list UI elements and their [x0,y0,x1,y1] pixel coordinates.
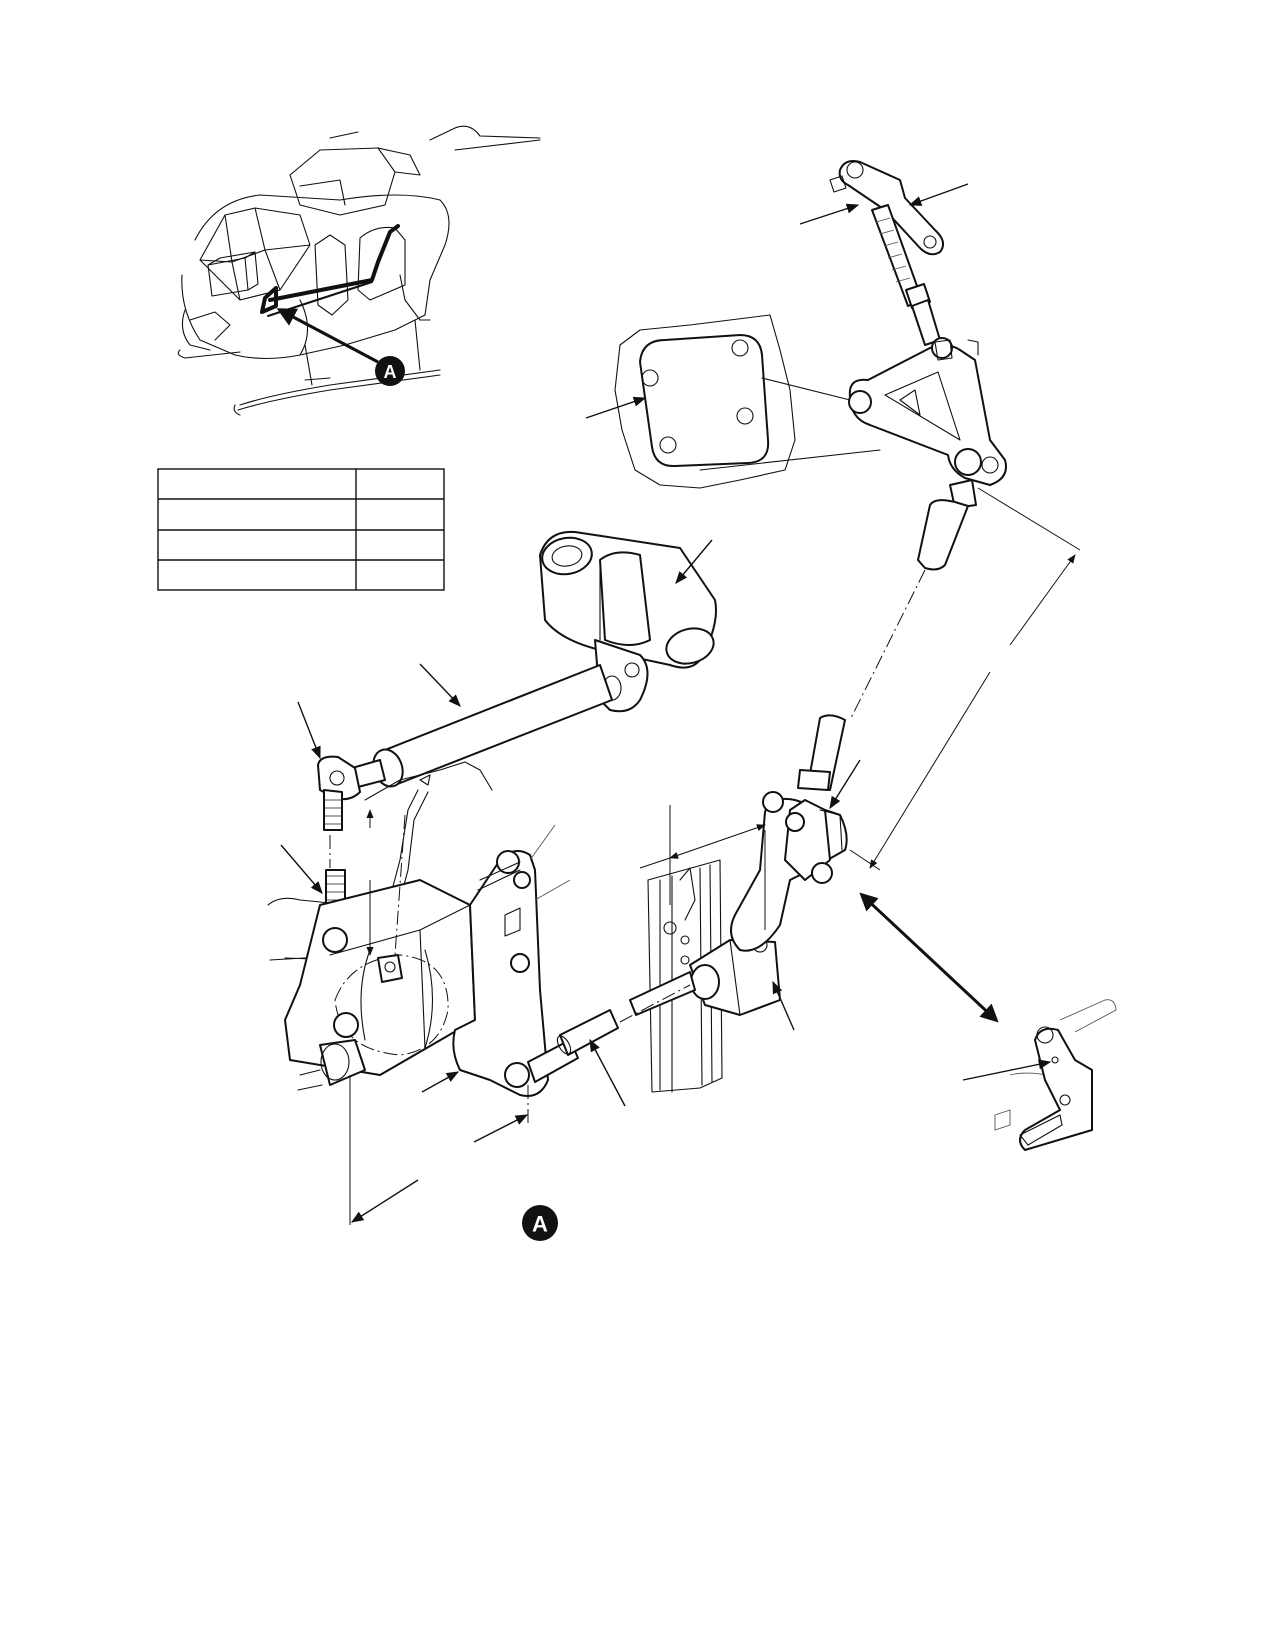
jackshaft-assembly [317,530,717,956]
detail-a-callout: A [522,1205,558,1241]
support-channel-bracket [629,714,848,1093]
actuator-housing-assembly [267,824,619,1097]
leader-lines [280,183,1052,1223]
svg-text:A: A [384,362,397,382]
reference-table [157,468,445,591]
detail-a-callout-small: A [375,356,405,386]
helicopter-locator-view [177,125,541,416]
locator-leader-a [276,308,379,364]
dimension-lines [349,487,1081,1225]
auxiliary-bellcrank [994,999,1117,1151]
svg-text:A: A [532,1212,548,1237]
upper-bellcrank-assembly [614,160,1007,571]
